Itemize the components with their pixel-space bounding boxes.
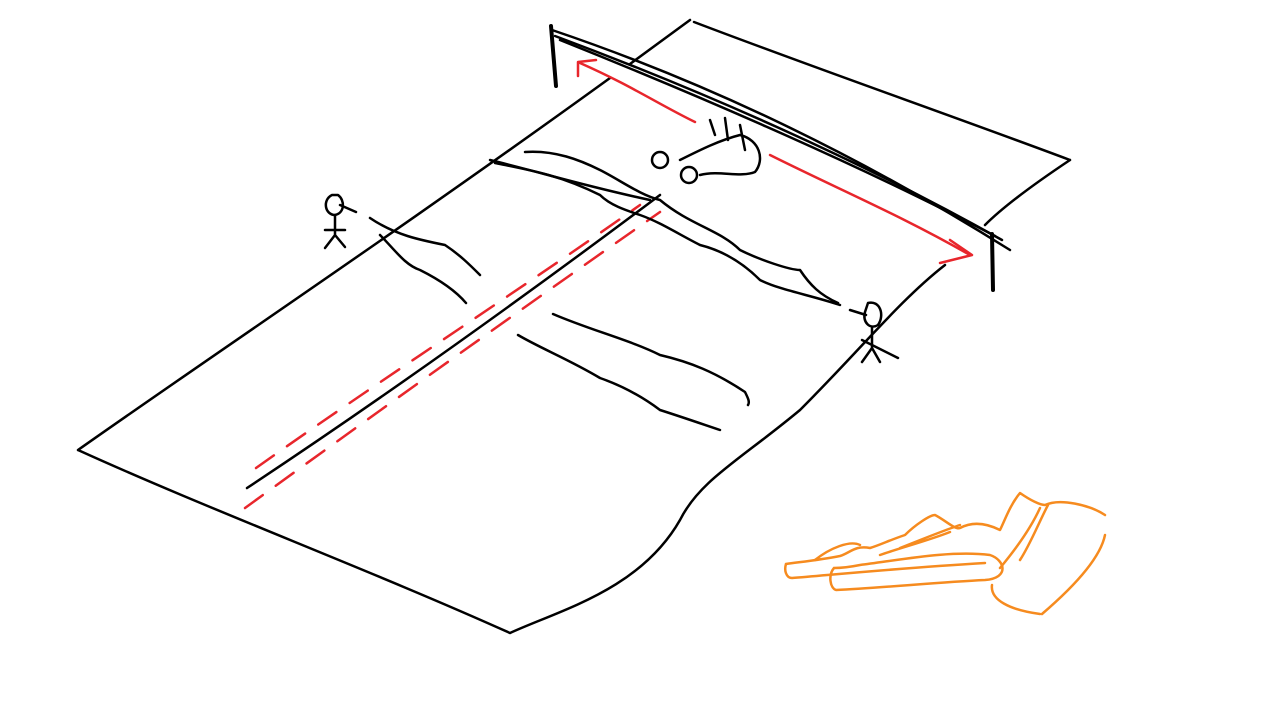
court-outline bbox=[76, 18, 1072, 635]
center-line bbox=[245, 193, 662, 490]
wave-scribble bbox=[493, 161, 842, 307]
wave-scribble bbox=[523, 150, 840, 305]
arrow-left bbox=[576, 58, 697, 124]
wave-scribble bbox=[551, 312, 751, 407]
net-post-right bbox=[990, 232, 995, 292]
stick-figure-right bbox=[848, 301, 900, 364]
red-dashed-line-right bbox=[243, 210, 662, 510]
wave-scribble bbox=[368, 216, 482, 277]
arrow-right bbox=[768, 153, 974, 265]
ball-and-racket-scribble bbox=[650, 116, 762, 185]
stick-figure-left bbox=[323, 193, 358, 250]
net-post-left bbox=[549, 24, 558, 88]
red-dashed-line-left bbox=[254, 203, 642, 470]
net bbox=[549, 24, 1012, 292]
wave-scribble bbox=[378, 233, 468, 305]
wave-scribble bbox=[516, 333, 722, 432]
hand-icon bbox=[784, 491, 1107, 616]
